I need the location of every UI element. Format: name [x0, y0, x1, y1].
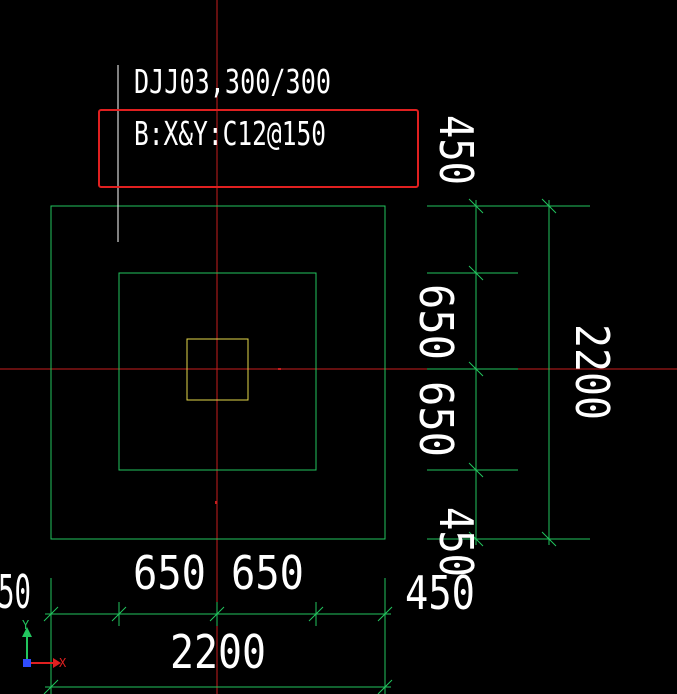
ucs-y-label: Y — [22, 618, 30, 632]
column-outline — [186, 338, 249, 401]
bottom-dimension-chain — [43, 578, 393, 694]
highlight-box[interactable] — [98, 109, 419, 188]
footing-label-line1: DJJ03,300/300 — [134, 62, 331, 101]
dim-bottom-right: 450 — [405, 566, 475, 620]
dim-bottom-total: 2200 — [170, 625, 266, 679]
dim-bottom-mid-left: 650 — [133, 546, 206, 600]
ucs-icon: Y X — [22, 618, 67, 670]
dim-right-bottom: 450 — [429, 507, 483, 577]
dim-bottom-mid-right: 650 — [231, 546, 304, 600]
dim-right-top: 450 — [429, 115, 483, 185]
ucs-x-label: X — [59, 656, 67, 670]
dim-right-upper: 650 — [409, 284, 463, 360]
footing-inner-outline — [118, 272, 317, 471]
right-dimension-chain — [427, 198, 590, 547]
dim-right-lower: 650 — [409, 381, 463, 457]
dim-bottom-left-partial: 50 — [0, 565, 31, 619]
footing-label-line2: B:X&Y:C12@150 — [134, 114, 326, 153]
dim-right-total: 2200 — [565, 324, 619, 420]
footing-outer-outline — [50, 205, 386, 540]
